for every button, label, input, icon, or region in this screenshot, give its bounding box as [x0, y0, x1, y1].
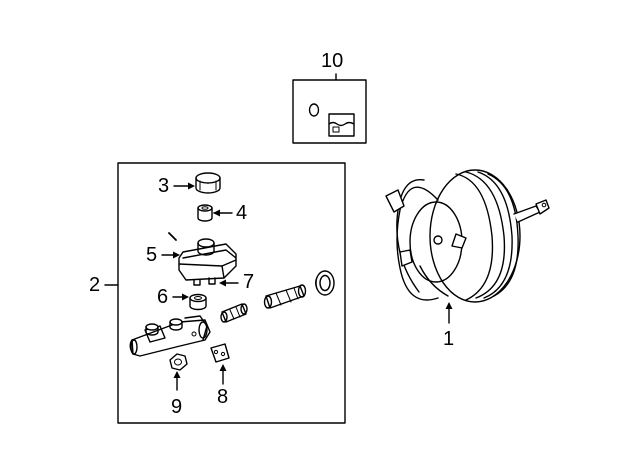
callout-8: 8: [217, 386, 229, 408]
arrow-9: [173, 371, 181, 391]
arrow-3: [173, 182, 195, 190]
callout-3: 3: [158, 175, 170, 197]
mounting-nut: [170, 354, 187, 370]
arrow-4: [213, 209, 233, 217]
primary-piston: [221, 304, 247, 322]
reservoir-cap: [196, 173, 220, 193]
grommet: [198, 205, 212, 221]
fluid-reservoir: [179, 239, 236, 285]
callout-1: 1: [443, 328, 455, 350]
callout-5: 5: [146, 244, 158, 266]
arrow-6: [172, 293, 189, 301]
brake-booster: [386, 170, 549, 302]
grease-packet: [329, 114, 354, 136]
gasket: [211, 344, 229, 362]
master-cylinder-box: [104, 162, 346, 424]
callout-9: 9: [171, 396, 183, 418]
callout-7: 7: [243, 271, 255, 293]
o-ring-seal: [310, 104, 319, 116]
arrow-7: [219, 279, 239, 287]
callout-6: 6: [157, 286, 169, 308]
master-cylinder-body: [130, 316, 210, 356]
callout-2: 2: [89, 274, 101, 296]
arrow-8: [219, 364, 227, 385]
callout-4: 4: [236, 202, 248, 224]
piston-seal-ring: [316, 271, 335, 295]
retaining-pin: [169, 233, 176, 240]
arrow-1: [445, 302, 453, 324]
seal-grommet: [190, 295, 206, 310]
arrow-5: [161, 251, 180, 259]
secondary-piston: [265, 285, 306, 308]
callout-10: 10: [321, 50, 344, 72]
